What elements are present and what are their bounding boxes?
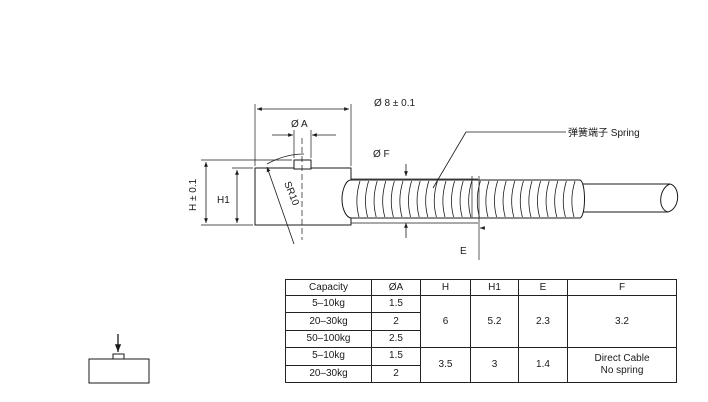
diameter-f-label: Ø F bbox=[373, 149, 390, 160]
sensor-body bbox=[254, 167, 352, 226]
spring-coil bbox=[554, 180, 559, 218]
a-cell: 2 bbox=[371, 312, 421, 331]
spec-table: Capacity ØA H H1 E F 5–10kg 1.5 6 5.2 2.… bbox=[285, 279, 677, 384]
h-cell: 6 bbox=[420, 294, 471, 349]
outer-diameter-label: Ø 8 ± 0.1 bbox=[374, 98, 416, 109]
capacity-cell: 20–30kg bbox=[285, 312, 372, 331]
spring-coil bbox=[519, 180, 524, 218]
header-a: ØA bbox=[371, 279, 421, 296]
spring-coils bbox=[356, 180, 576, 218]
spring-coil bbox=[365, 180, 369, 218]
header-e: E bbox=[518, 279, 568, 296]
table-header-row: Capacity ØA H H1 E F bbox=[285, 279, 677, 296]
radius-leader bbox=[266, 166, 295, 245]
spring-coil bbox=[451, 180, 455, 218]
a-cell: 2 bbox=[371, 364, 421, 384]
h1-label: H1 bbox=[217, 195, 230, 206]
spring-coil bbox=[571, 180, 576, 218]
capacity-cell: 20–30kg bbox=[285, 364, 372, 384]
spring-coil bbox=[390, 180, 395, 218]
h-cell: 3.5 bbox=[420, 347, 471, 383]
h1-cell: 5.2 bbox=[470, 294, 519, 349]
spring-coil bbox=[382, 180, 387, 218]
e-cell: 1.4 bbox=[518, 347, 568, 383]
spring-coil bbox=[528, 180, 533, 218]
spring-coil bbox=[399, 180, 404, 218]
spring-coil bbox=[545, 180, 550, 218]
spring-coil bbox=[373, 180, 378, 218]
spring-outline bbox=[341, 179, 585, 219]
diameter-a-label: Ø A bbox=[291, 119, 308, 130]
f-cell-line2: No spring bbox=[600, 365, 644, 377]
f-cell: Direct Cable No spring bbox=[567, 347, 677, 383]
table-row: 5–10kg 1.5 6 5.2 2.3 3.2 bbox=[285, 294, 677, 349]
a-cell: 1.5 bbox=[371, 347, 421, 366]
header-h: H bbox=[420, 279, 471, 296]
spacing-e-label: E bbox=[460, 246, 467, 257]
spring-coil bbox=[416, 180, 421, 218]
h1-cell: 3 bbox=[470, 347, 519, 383]
spring-coil bbox=[494, 180, 498, 218]
table-row: 20–30kg 2 bbox=[285, 312, 677, 331]
spring-coil bbox=[562, 180, 567, 218]
spring-coil bbox=[537, 180, 541, 218]
spring-coil bbox=[408, 180, 412, 218]
spring-coil bbox=[433, 180, 438, 218]
spring-coil bbox=[511, 180, 516, 218]
capacity-cell: 50–100kg bbox=[285, 329, 372, 349]
spring-coil bbox=[459, 180, 464, 218]
height-label: H ± 0.1 bbox=[188, 178, 199, 211]
header-capacity: Capacity bbox=[285, 279, 372, 296]
load-icon-button bbox=[112, 353, 125, 360]
spring-coil bbox=[425, 180, 430, 218]
spring-coil bbox=[442, 180, 447, 218]
table-row: 5–10kg 1.5 3.5 3 1.4 Direct Cable No spr… bbox=[285, 347, 677, 383]
f-cell-line1: Direct Cable bbox=[594, 353, 650, 365]
spring-coil bbox=[356, 180, 361, 218]
capacity-cell: 5–10kg bbox=[285, 347, 372, 366]
spring-coil bbox=[485, 180, 490, 218]
capacity-cell: 5–10kg bbox=[285, 294, 372, 314]
e-cell: 2.3 bbox=[518, 294, 568, 349]
spring-callout-label: 弹簧端子 Spring bbox=[568, 126, 640, 139]
cable-end bbox=[660, 183, 679, 213]
load-icon-body bbox=[88, 358, 150, 384]
spring-coil bbox=[502, 180, 507, 218]
a-cell: 1.5 bbox=[371, 294, 421, 314]
a-cell: 2.5 bbox=[371, 329, 421, 349]
table-row: 20–30kg 2 bbox=[285, 364, 677, 384]
header-f: F bbox=[567, 279, 677, 296]
f-cell: 3.2 bbox=[567, 294, 677, 349]
sensor-button bbox=[293, 159, 312, 170]
spring-coil bbox=[468, 180, 473, 218]
header-h1: H1 bbox=[470, 279, 519, 296]
